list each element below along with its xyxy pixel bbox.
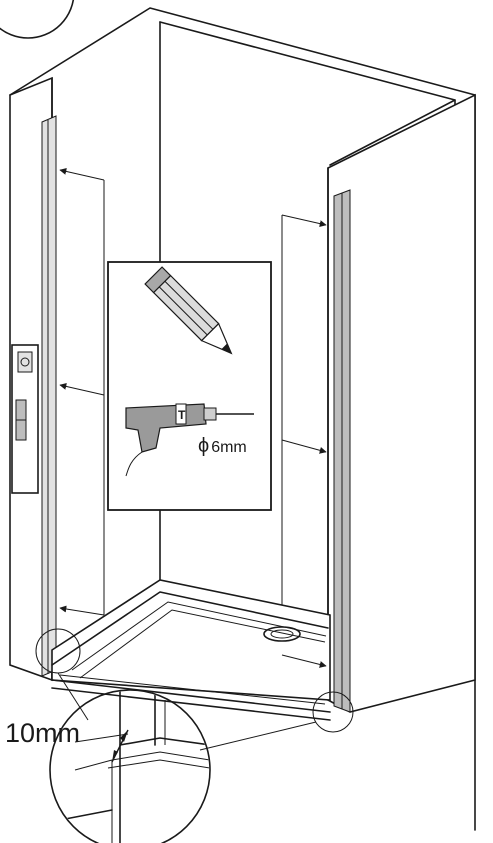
drain-icon xyxy=(263,626,301,642)
step-circle xyxy=(0,0,75,39)
svg-text:T: T xyxy=(178,408,186,422)
arrow-icon xyxy=(281,439,327,454)
arrow-icon xyxy=(59,167,105,181)
pencil-icon xyxy=(144,266,233,355)
detail-magnifier xyxy=(49,689,211,843)
arrow-icon xyxy=(59,382,105,396)
right-wall-profile xyxy=(333,189,351,713)
shower-tray xyxy=(51,579,331,721)
gap-label: 10mm xyxy=(5,718,80,748)
marking-arrows xyxy=(59,167,327,668)
arrow-icon xyxy=(281,654,327,668)
drill-icon: T xyxy=(125,403,254,477)
left-wall-profile xyxy=(41,115,57,677)
arrow-icon xyxy=(281,214,327,228)
magnifier-circle-icon xyxy=(35,628,354,751)
arrow-icon xyxy=(59,605,105,616)
spirit-level-icon xyxy=(11,344,39,494)
